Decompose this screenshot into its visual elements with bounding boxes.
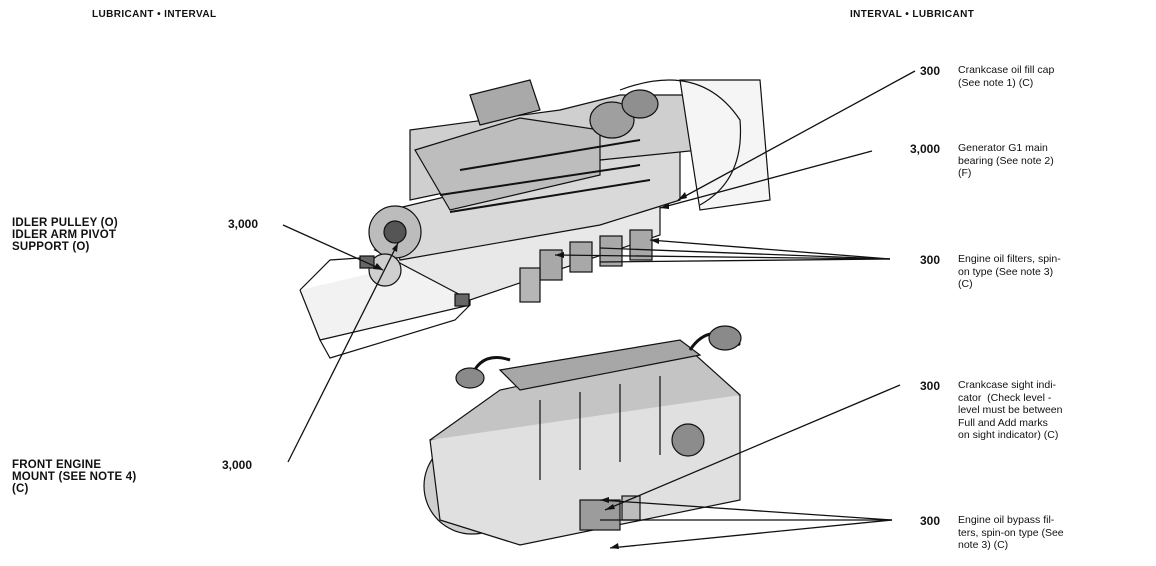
callout-front-engine-mount-interval: 3,000 xyxy=(222,458,253,472)
callout-oil-fill-cap-interval: 300 xyxy=(919,64,940,78)
callout-engine-oil-filters-label: Engine oil filters, spin- on type (See n… xyxy=(958,253,1061,290)
leader-arrowheads xyxy=(373,192,687,549)
callout-generator-bearing-interval: 3,000 xyxy=(909,142,940,156)
lower-engine-drawing xyxy=(423,325,742,546)
callout-engine-oil-filters-interval: 300 xyxy=(919,253,940,267)
callout-crankcase-sight-indicator-label: Crankcase sight indi- cator (Check level… xyxy=(958,379,1063,441)
leader-lines xyxy=(282,70,916,549)
header-right: INTERVAL • LUBRICANT xyxy=(850,9,975,20)
callout-oil-bypass-filters-label: Engine oil bypass fil- ters, spin-on typ… xyxy=(958,514,1064,551)
callout-oil-fill-cap-label: Crankcase oil fill cap (See note 1) (C) xyxy=(958,64,1055,89)
upper-engine-drawing xyxy=(299,79,771,359)
callout-idler-pulley-label: IDLER PULLEY (O) IDLER ARM PIVOT SUPPORT… xyxy=(12,217,118,253)
callout-generator-bearing-label: Generator G1 main bearing (See note 2) (… xyxy=(958,142,1054,179)
header-left: LUBRICANT • INTERVAL xyxy=(92,9,217,20)
callout-idler-pulley-interval: 3,000 xyxy=(228,217,259,231)
callout-front-engine-mount-label: FRONT ENGINE MOUNT (SEE NOTE 4) (C) xyxy=(12,459,137,495)
callout-crankcase-sight-indicator-interval: 300 xyxy=(919,379,940,393)
callout-oil-bypass-filters-interval: 300 xyxy=(919,514,940,528)
